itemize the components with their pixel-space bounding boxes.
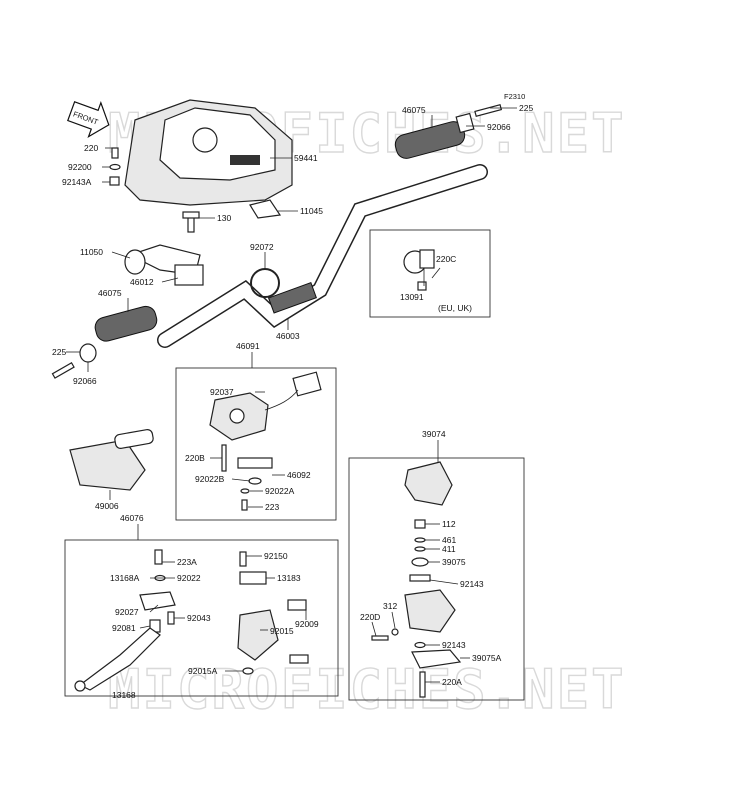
switch-assembly-box: [175, 367, 337, 521]
label-92081: 92081: [112, 623, 136, 633]
handlebar: [157, 164, 488, 348]
label-92143-b: 92143: [442, 640, 466, 650]
label-223a: 223A: [177, 557, 197, 567]
front-direction-arrow: FRONT: [67, 100, 110, 138]
label-220a: 220A: [442, 677, 462, 687]
left-switch-housing: [209, 371, 322, 511]
label-92200: 92200: [68, 162, 92, 172]
label-46012: 46012: [130, 277, 154, 287]
label-92022: 92022: [177, 573, 201, 583]
bracket-11045: [249, 199, 282, 219]
label-46003: 46003: [276, 331, 300, 341]
clamp-92072: [250, 268, 280, 298]
label-223: 223: [265, 502, 279, 512]
switch-13091: [403, 249, 435, 291]
label-39074: 39074: [422, 429, 446, 439]
label-220b: 220B: [185, 453, 205, 463]
label-46075-left: 46075: [98, 288, 122, 298]
label-112: 112: [442, 519, 456, 529]
handlebar-holder: [124, 211, 204, 286]
label-13091: 13091: [400, 292, 424, 302]
label-13168a: 13168A: [110, 573, 140, 583]
small-screws-left: [109, 147, 121, 186]
label-130: 130: [217, 213, 231, 223]
label-92022a: 92022A: [265, 486, 295, 496]
meter-cover: [124, 99, 293, 206]
figure-code: F2310: [504, 92, 525, 101]
lever-assembly-box: [64, 539, 339, 697]
label-11050: 11050: [80, 247, 103, 257]
label-46091: 46091: [236, 341, 260, 351]
region-note: (EU, UK): [438, 303, 472, 313]
label-46075-top: 46075: [402, 105, 426, 115]
right-grip: [394, 103, 503, 159]
label-46092: 46092: [287, 470, 311, 480]
label-220c: 220C: [436, 254, 456, 264]
label-92066-left: 92066: [73, 376, 97, 386]
label-92150: 92150: [264, 551, 288, 561]
clutch-lever-parts: [74, 549, 309, 692]
label-46076: 46076: [120, 513, 144, 523]
right-switch-parts: [371, 461, 462, 698]
label-92037: 92037: [210, 387, 234, 397]
label-92027: 92027: [115, 607, 139, 617]
label-39075: 39075: [442, 557, 466, 567]
label-59441: 59441: [294, 153, 318, 163]
label-225-top: 225: [519, 103, 533, 113]
label-92022b: 92022B: [195, 474, 225, 484]
left-grip: [51, 305, 158, 379]
label-39075a: 39075A: [472, 653, 502, 663]
label-11045: 11045: [300, 206, 323, 216]
label-220d: 220D: [360, 612, 380, 622]
label-312: 312: [383, 601, 397, 611]
leader-lines: [66, 107, 517, 683]
label-92066-top: 92066: [487, 122, 511, 132]
label-49006: 49006: [95, 501, 119, 511]
label-92015: 92015: [270, 626, 294, 636]
label-411: 411: [442, 544, 456, 554]
label-13183: 13183: [277, 573, 301, 583]
right-switch-box: [348, 457, 525, 701]
eu-uk-box: [369, 229, 491, 318]
part-labels: F2310 225 46075 92066 59441 220 92200 92…: [52, 92, 533, 700]
label-461: 461: [442, 535, 456, 545]
label-92043: 92043: [187, 613, 211, 623]
label-13168: 13168: [112, 690, 136, 700]
label-92009: 92009: [295, 619, 319, 629]
label-225-left: 225: [52, 347, 66, 357]
label-92015a: 92015A: [188, 666, 218, 676]
guard-49006: [69, 428, 154, 491]
watermark-bottom: MICROFICHES.NET: [108, 658, 626, 721]
label-220: 220: [84, 143, 98, 153]
label-92072: 92072: [250, 242, 274, 252]
label-92143: 92143: [460, 579, 484, 589]
label-92143a: 92143A: [62, 177, 92, 187]
